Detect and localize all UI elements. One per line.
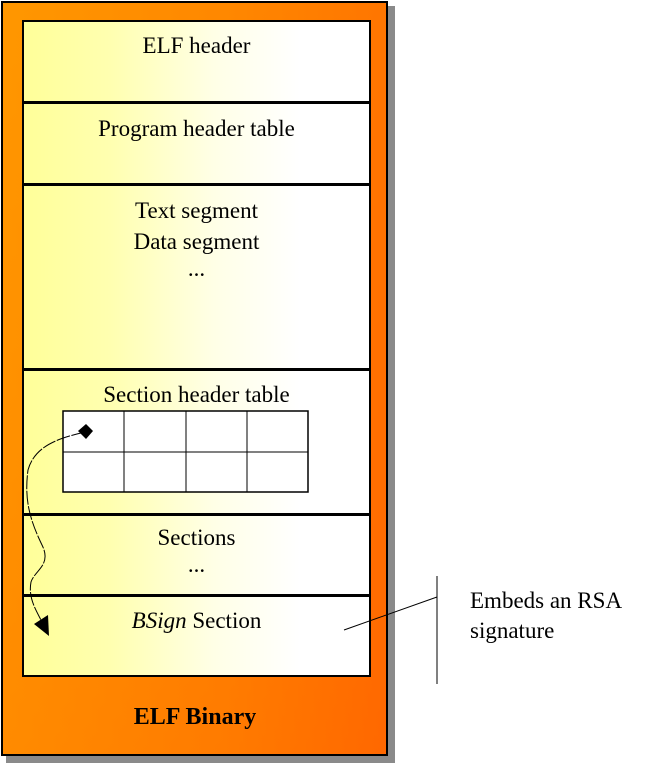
sections-section: Sections ... [24, 522, 369, 577]
section-header-table-label: Section header table [103, 382, 290, 407]
annotation-line-1: Embeds an RSA [470, 588, 623, 613]
section-header-table-section: Section header table [24, 379, 369, 410]
divider [24, 513, 369, 516]
elf-header-section: ELF header [24, 30, 369, 61]
arrowhead-icon [34, 615, 49, 636]
ellipsis-label: ... [187, 256, 206, 281]
ellipsis-label: ... [187, 552, 206, 577]
annotation-text: Embeds an RSA signature [470, 586, 622, 646]
annotation-line-2: signature [470, 618, 555, 643]
elf-header-label: ELF header [142, 33, 251, 58]
bsign-label: BSign [131, 608, 187, 633]
text-segment-label: Text segment [135, 198, 258, 223]
callout-line [343, 596, 438, 631]
pointer-curve [26, 431, 86, 623]
bsign-section: BSign Section [24, 605, 369, 636]
segments-section: Text segment Data segment ... [24, 195, 369, 281]
program-header-table-section: Program header table [24, 113, 369, 144]
pointer-source-diamond-icon [78, 424, 93, 439]
program-header-table-label: Program header table [98, 116, 295, 141]
diagram-title: ELF Binary [133, 704, 257, 730]
elf-layout-box: ELF header Program header table Text seg… [22, 20, 371, 677]
divider [24, 594, 369, 597]
sections-label: Sections [157, 525, 236, 550]
divider [24, 368, 369, 371]
divider [24, 183, 369, 186]
data-segment-label: Data segment [133, 229, 260, 254]
section-suffix-label: Section [186, 608, 262, 633]
divider [24, 101, 369, 104]
section-header-grid [62, 410, 309, 493]
